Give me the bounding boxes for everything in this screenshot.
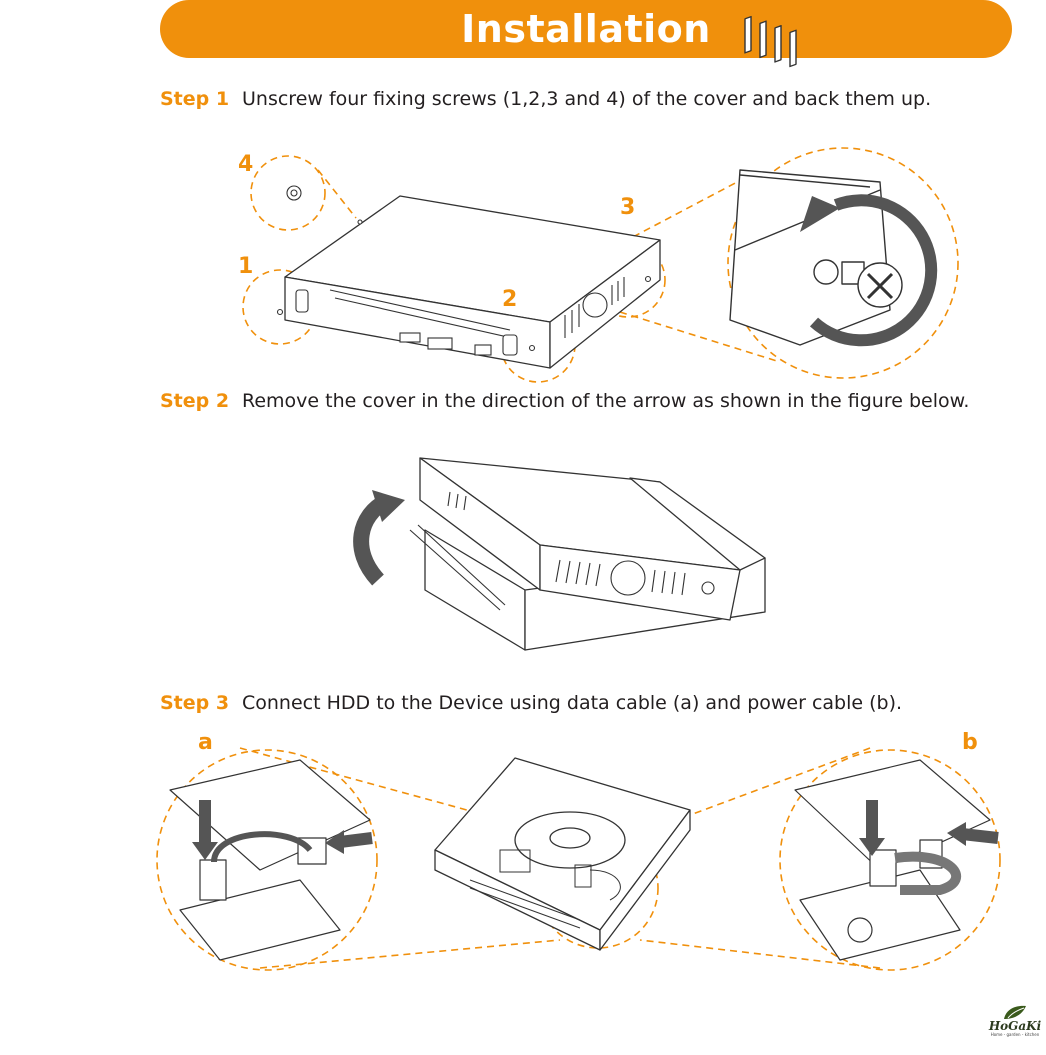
screw-3-zoom-circle bbox=[727, 147, 959, 379]
step-2-text: Remove the cover in the direction of the… bbox=[242, 390, 970, 412]
step-1: Step 1 Unscrew four fixing screws (1,2,3… bbox=[160, 88, 931, 110]
step-3-text: Connect HDD to the Device using data cab… bbox=[242, 692, 903, 714]
step-1-label: Step 1 bbox=[160, 88, 230, 110]
step-2: Step 2 Remove the cover in the direction… bbox=[160, 390, 969, 412]
step-1-illustration bbox=[242, 15, 959, 383]
data-cable-zoom-circle bbox=[156, 749, 378, 971]
rotate-arrow-icon bbox=[809, 194, 938, 347]
callout-cable-b: b bbox=[962, 730, 978, 755]
callout-screw-4: 4 bbox=[238, 152, 254, 177]
step-2-label: Step 2 bbox=[160, 390, 230, 412]
callout-screw-3: 3 bbox=[620, 195, 636, 220]
callout-screw-1: 1 bbox=[238, 254, 254, 279]
callout-screw-2: 2 bbox=[502, 287, 518, 312]
logo-tagline: Home - garden - kitchen bbox=[990, 1032, 1040, 1037]
callout-cable-a: a bbox=[198, 730, 213, 755]
power-connector-arrow-icon bbox=[961, 828, 999, 844]
step-3: Step 3 Connect HDD to the Device using d… bbox=[160, 692, 902, 714]
step-3-illustration bbox=[156, 747, 1001, 971]
leaf-logo-icon bbox=[1004, 1005, 1026, 1019]
header-banner: Installation bbox=[160, 0, 1012, 58]
step-1-text: Unscrew four fixing screws (1,2,3 and 4)… bbox=[242, 88, 932, 110]
data-connector-arrow-icon bbox=[339, 832, 373, 848]
power-cable-zoom-circle bbox=[779, 749, 1001, 971]
step-3-label: Step 3 bbox=[160, 692, 230, 714]
step-2-illustration bbox=[353, 457, 766, 651]
screw-4-detail-circle bbox=[250, 155, 326, 231]
logo-name: HoGaKi bbox=[988, 1019, 1042, 1033]
page-title: Installation bbox=[461, 7, 711, 51]
brand-logo: HoGaKi Home - garden - kitchen bbox=[986, 1003, 1044, 1043]
